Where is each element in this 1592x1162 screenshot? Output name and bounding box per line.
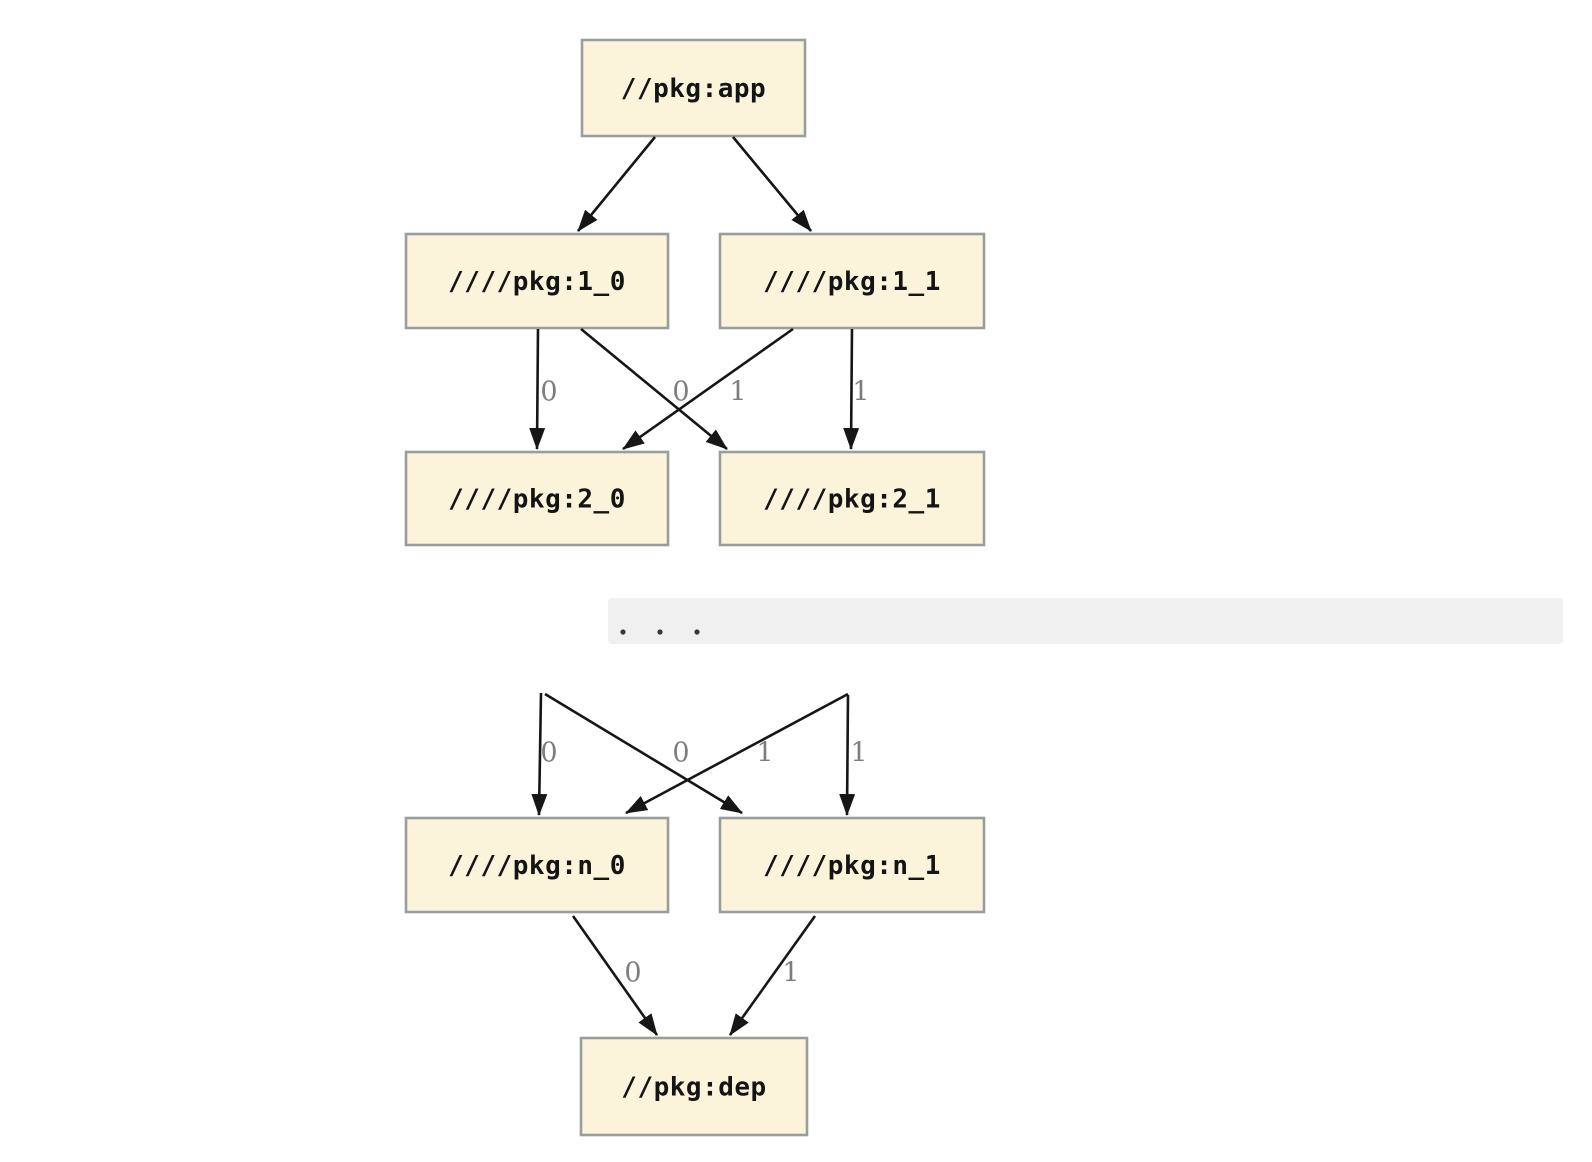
edge-label: 0 <box>540 738 557 769</box>
node-box-pkgn_0 <box>404 816 670 914</box>
ellipsis-dot <box>620 629 626 635</box>
edge-pkgn_1-to-dep: 1 <box>728 915 817 1036</box>
edge-pkgn_0-to-dep: 0 <box>571 915 659 1036</box>
node-label-pkgn_1: ////pkg:n_1 <box>763 851 941 881</box>
node-pkg2_0: ////pkg:2_0 <box>404 450 670 547</box>
node-pkg1_1: ////pkg:1_1 <box>718 232 986 330</box>
node-label-pkgn_0: ////pkg:n_0 <box>448 851 626 881</box>
node-label-pkg1_0: ////pkg:1_0 <box>448 267 626 297</box>
edge-pkg1_0-to-pkg2_1: 1 <box>580 327 747 451</box>
edge-line <box>728 915 817 1036</box>
node-box-dep <box>579 1036 809 1137</box>
edge-label: 1 <box>756 738 773 769</box>
node-pkgn_1: ////pkg:n_1 <box>718 816 986 914</box>
elided-levels-band <box>608 598 1563 644</box>
node-label-pkg1_1: ////pkg:1_1 <box>763 267 941 297</box>
node-pkg2_1: ////pkg:2_1 <box>718 450 986 547</box>
edge-label: 1 <box>850 738 867 769</box>
edge-pkg1_0-to-pkg2_0: 0 <box>529 328 558 450</box>
edge-line <box>580 327 728 451</box>
edge-line <box>529 328 546 450</box>
edge-pkg1_1-to-pkg2_0: 0 <box>622 327 794 451</box>
node-label-dep: //pkg:dep <box>621 1073 766 1103</box>
edge-line <box>544 692 743 815</box>
edge-line <box>839 694 856 816</box>
ellipsis-dot <box>694 629 700 635</box>
edge-line <box>571 915 659 1036</box>
edge-elided-to-pkgn_1: 1 <box>839 694 868 816</box>
edge-app-to-pkg1_1 <box>731 136 813 232</box>
edge-label: 0 <box>540 377 557 408</box>
node-box-pkg1_1 <box>718 232 986 330</box>
node-box-pkg1_0 <box>404 232 670 330</box>
edge-elided-to-pkgn_0: 0 <box>531 692 558 816</box>
node-box-pkgn_1 <box>718 816 986 914</box>
edge-line <box>576 136 657 232</box>
edge-line <box>625 692 849 815</box>
ellipsis-dot <box>657 629 663 635</box>
node-pkg1_0: ////pkg:1_0 <box>404 232 670 330</box>
edge-elided-to-pkgn_1: 1 <box>544 692 774 815</box>
edge-line <box>843 328 860 450</box>
edge-line <box>531 692 548 816</box>
edge-line <box>622 327 794 451</box>
edge-app-to-pkg1_0 <box>576 136 657 232</box>
node-dep: //pkg:dep <box>579 1036 809 1137</box>
edge-pkg1_1-to-pkg2_1: 1 <box>843 328 870 450</box>
node-app: //pkg:app <box>580 38 807 138</box>
elided-band-background <box>608 598 1563 644</box>
node-label-app: //pkg:app <box>621 74 766 104</box>
node-box-pkg2_0 <box>404 450 670 547</box>
node-box-pkg2_1 <box>718 450 986 547</box>
edge-label: 0 <box>672 377 689 408</box>
edge-label: 0 <box>624 958 641 989</box>
node-box-app <box>580 38 807 138</box>
node-label-pkg2_1: ////pkg:2_1 <box>763 485 941 515</box>
edge-label: 1 <box>729 377 746 408</box>
edge-elided-to-pkgn_0: 0 <box>625 692 849 815</box>
node-pkgn_0: ////pkg:n_0 <box>404 816 670 914</box>
edge-label: 1 <box>852 377 869 408</box>
edge-label: 1 <box>782 958 799 989</box>
edge-label: 0 <box>672 738 689 769</box>
edge-line <box>731 136 813 232</box>
node-label-pkg2_0: ////pkg:2_0 <box>448 485 626 515</box>
